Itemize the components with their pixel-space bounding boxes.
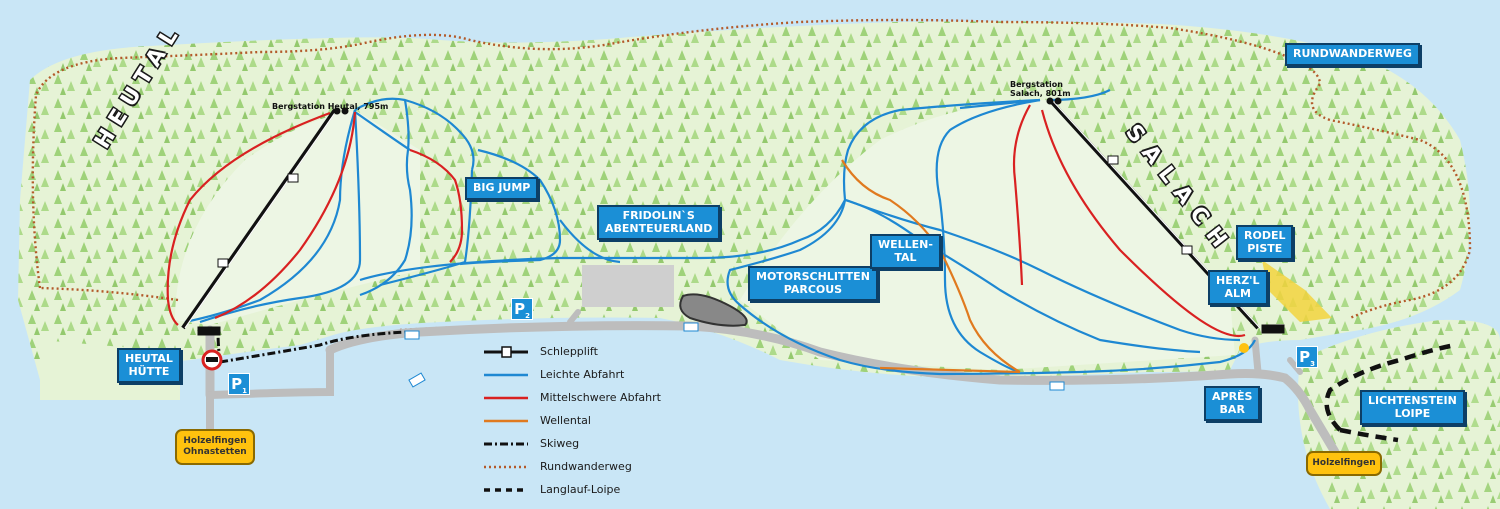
legend-item-rundwanderweg: Rundwanderweg xyxy=(482,455,661,478)
callout-rundwanderweg[interactable]: RUNDWANDERWEG xyxy=(1285,43,1420,66)
rundwanderweg-trail xyxy=(31,18,1472,320)
sign-holzelfingen[interactable]: Holzelfingen xyxy=(1306,451,1382,476)
easy-run-line-icon xyxy=(484,373,528,376)
callout-lichtenstein-loipe[interactable]: LICHTENSTEIN LOIPE xyxy=(1360,390,1465,426)
legend-label: Leichte Abfahrt xyxy=(540,368,625,381)
skiweg-route xyxy=(219,330,406,364)
langlauf-loipe xyxy=(1324,342,1456,432)
legend-label: Rundwanderweg xyxy=(540,460,632,473)
parking-p3[interactable]: P3 xyxy=(1296,346,1318,368)
legend-item-leichte: Leichte Abfahrt xyxy=(482,363,661,386)
callout-rodel-piste[interactable]: RODEL PISTE xyxy=(1236,225,1294,261)
fridolin-area xyxy=(582,265,674,307)
schlepplift-heutal xyxy=(181,107,349,336)
callout-wellental[interactable]: WELLEN- TAL xyxy=(870,234,941,270)
callout-motorschlitten-parcous[interactable]: MOTORSCHLITTEN PARCOUS xyxy=(748,266,878,302)
no-car-sign-icon xyxy=(201,349,223,371)
legend-item-schlepplift: Schlepplift xyxy=(482,340,661,363)
langlauf-line-icon xyxy=(484,487,528,492)
skiweg-line-icon xyxy=(484,442,528,445)
legend-label: Schlepplift xyxy=(540,345,598,358)
wellental-line-icon xyxy=(484,419,528,422)
hiking-trail-line-icon xyxy=(484,465,528,468)
sign-holzelfingen-ohnastetten[interactable]: Holzelfingen Ohnastetten xyxy=(175,429,255,465)
parking-p1[interactable]: P1 xyxy=(228,373,250,395)
heutal-medium-runs xyxy=(166,111,464,326)
station-heutal-label: Bergstation Heutal, 795m xyxy=(272,102,389,111)
medium-run-line-icon xyxy=(484,396,528,399)
station-salach-label: Bergstation Salach, 801m xyxy=(1010,80,1071,99)
legend-item-skiweg: Skiweg xyxy=(482,432,661,455)
legend-label: Wellental xyxy=(540,414,591,427)
callout-fridolins-abenteuerland[interactable]: FRIDOLIN`S ABENTEUERLAND xyxy=(597,205,721,241)
legend-label: Langlauf-Loipe xyxy=(540,483,621,496)
rundwanderweg-lower xyxy=(39,286,179,302)
legend-item-mittelschwere: Mittelschwere Abfahrt xyxy=(482,386,661,409)
map-legend: Schlepplift Leichte Abfahrt Mittelschwer… xyxy=(482,340,661,501)
legend-label: Mittelschwere Abfahrt xyxy=(540,391,661,404)
salach-medium-runs xyxy=(1012,104,1246,338)
legend-label: Skiweg xyxy=(540,437,580,450)
road-arrows xyxy=(404,322,1065,391)
callout-herzl-alm[interactable]: HERZ'L ALM xyxy=(1208,270,1268,306)
schlepplift-icon xyxy=(484,345,528,358)
rodel-piste-area xyxy=(1262,260,1332,322)
callout-big-jump[interactable]: BIG JUMP xyxy=(465,177,539,200)
sun-icon xyxy=(1239,343,1249,353)
legend-item-langlauf: Langlauf-Loipe xyxy=(482,478,661,501)
legend-item-wellental: Wellental xyxy=(482,409,661,432)
callout-heutal-huette[interactable]: HEUTAL HÜTTE xyxy=(117,348,181,384)
callout-apres-bar[interactable]: APRÈS BAR xyxy=(1204,386,1261,422)
parking-p2[interactable]: P2 xyxy=(511,298,533,320)
motorschlitten-track xyxy=(679,293,748,327)
